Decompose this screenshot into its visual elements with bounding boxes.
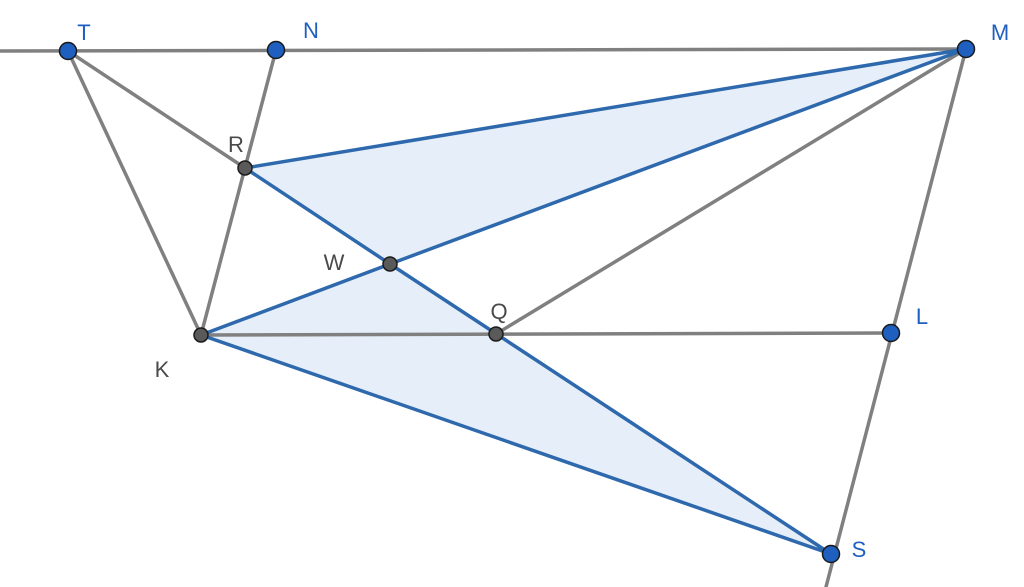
point-labels: T N M R W K Q L S [77,18,1009,562]
point-W[interactable] [382,256,398,272]
label-L: L [916,304,928,329]
triangle-RMW-fill [245,49,966,264]
point-M[interactable] [956,39,976,59]
triangle-KWS-fill [201,264,831,554]
triangle-RMW-outline [243,47,968,266]
line-TM [0,47,968,53]
triangle-KWS-outline [199,262,833,556]
label-R: R [228,132,244,157]
point-K[interactable] [193,327,209,343]
point-N[interactable] [266,40,286,60]
seg-KL [199,331,893,337]
construction-lines [0,47,968,587]
point-T[interactable] [58,41,78,61]
label-M: M [991,20,1009,45]
triangle-edges [199,47,968,556]
seg-NK [199,48,278,337]
point-L[interactable] [881,323,901,343]
seg-TK [66,49,203,337]
seg-QM [494,47,968,336]
label-N: N [303,18,319,43]
seg-TR [66,49,247,170]
point-R[interactable] [237,160,253,176]
line-MS [824,47,968,587]
label-S: S [852,537,867,562]
point-S[interactable] [821,544,841,564]
label-W: W [324,250,345,275]
label-K: K [155,357,170,382]
point-Q[interactable] [488,326,504,342]
points [58,39,976,564]
shaded-regions [201,49,966,554]
label-T: T [77,20,90,45]
label-Q: Q [490,299,507,324]
